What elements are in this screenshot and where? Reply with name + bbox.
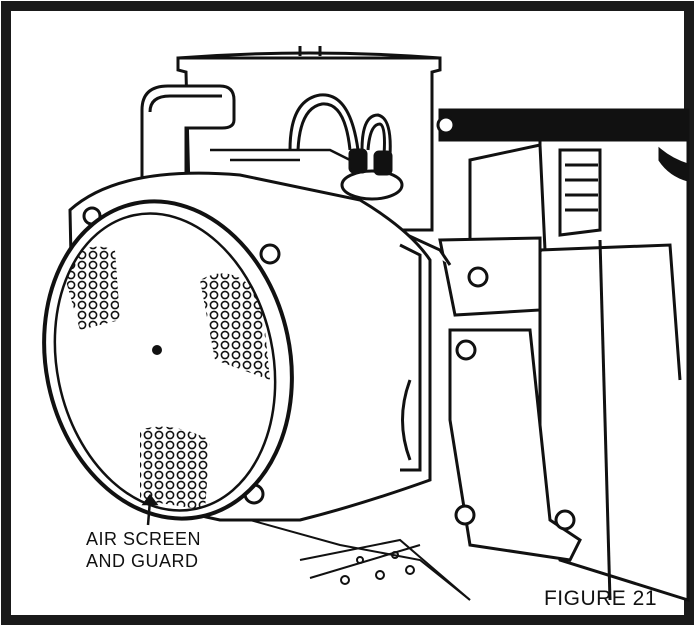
exhaust-pipe — [140, 84, 236, 182]
callout-line-1: AIR SCREEN — [86, 529, 202, 549]
callout-leader — [141, 493, 159, 526]
callout-line-2: AND GUARD — [86, 551, 199, 571]
side-plate — [438, 236, 582, 562]
air-screen-guard — [42, 199, 294, 521]
base-plate — [249, 519, 471, 601]
figure-label: FIGURE 21 — [543, 587, 657, 610]
air-screen-callout: AIR SCREEN AND GUARD — [86, 528, 201, 572]
frame-beam — [436, 108, 690, 142]
spark-plug-wires — [288, 93, 392, 156]
generator-housing — [468, 138, 690, 603]
